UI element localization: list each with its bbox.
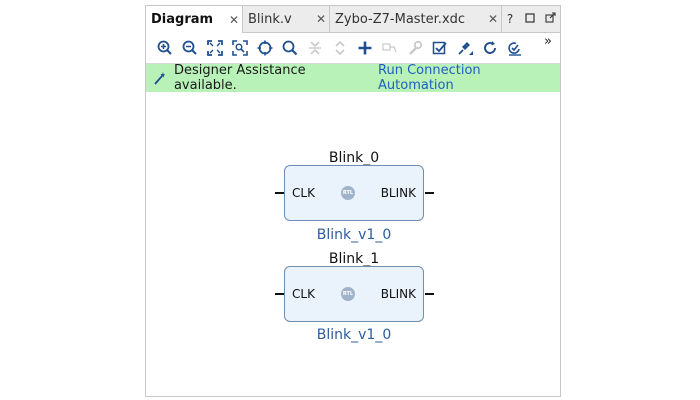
zoom-in-icon[interactable] bbox=[154, 38, 176, 58]
diagram-canvas[interactable]: Blink_0 CLK RTL BLINK Blink_v1_0 Blink_1… bbox=[146, 93, 560, 396]
designer-assistance-banner: Designer Assistance available. Run Conne… bbox=[146, 63, 560, 93]
help-icon[interactable]: ? bbox=[506, 12, 514, 26]
restore-icon[interactable] bbox=[520, 12, 540, 26]
instance-name: Blink_1 bbox=[328, 251, 380, 267]
clk-pin[interactable] bbox=[275, 192, 284, 194]
input-port-label: CLK bbox=[292, 186, 315, 200]
wrench-icon[interactable] bbox=[404, 38, 426, 58]
run-connection-automation-link[interactable]: Run Connection Automation bbox=[378, 63, 481, 93]
blink-pin[interactable] bbox=[425, 293, 434, 295]
window-controls: ? bbox=[500, 6, 560, 32]
zoom-area-icon[interactable] bbox=[229, 38, 251, 58]
ip-block-blink-0[interactable]: CLK RTL BLINK bbox=[284, 165, 424, 221]
float-icon[interactable] bbox=[540, 12, 560, 26]
output-port-label: BLINK bbox=[380, 287, 416, 301]
search-icon[interactable] bbox=[279, 38, 301, 58]
toolbar-overflow-icon[interactable]: » bbox=[544, 34, 552, 49]
rtl-badge: RTL bbox=[341, 287, 355, 301]
wand-icon bbox=[154, 71, 168, 85]
pin-icon[interactable] bbox=[454, 38, 476, 58]
tab-bar: Diagram ✕ Blink.v ✕ Zybo-Z7-Master.xdc ✕… bbox=[146, 6, 560, 33]
blink-pin[interactable] bbox=[425, 192, 434, 194]
fit-icon[interactable] bbox=[204, 38, 226, 58]
ip-block-blink-1[interactable]: CLK RTL BLINK bbox=[284, 266, 424, 322]
instance-name: Blink_0 bbox=[328, 150, 380, 166]
input-port-label: CLK bbox=[292, 287, 315, 301]
make-connection-icon[interactable] bbox=[379, 38, 401, 58]
zoom-out-icon[interactable] bbox=[179, 38, 201, 58]
crosshair-icon[interactable] bbox=[254, 38, 276, 58]
assist-message: Designer Assistance available. bbox=[173, 63, 306, 93]
rtl-badge: RTL bbox=[341, 186, 355, 200]
output-port-label: BLINK bbox=[380, 186, 416, 200]
regenerate-icon[interactable] bbox=[504, 38, 526, 58]
tab-blink-v[interactable]: Blink.v ✕ bbox=[243, 6, 330, 32]
add-ip-icon[interactable] bbox=[354, 38, 376, 58]
tab-xdc[interactable]: Zybo-Z7-Master.xdc ✕ bbox=[330, 6, 502, 32]
close-icon[interactable]: ✕ bbox=[487, 12, 499, 26]
module-name: Blink_v1_0 bbox=[316, 227, 392, 243]
clk-pin[interactable] bbox=[275, 293, 284, 295]
refresh-icon[interactable] bbox=[479, 38, 501, 58]
tab-label: Diagram bbox=[151, 12, 214, 27]
toolbar: » bbox=[146, 33, 560, 64]
tab-label: Blink.v bbox=[248, 11, 292, 27]
diagram-panel: Diagram ✕ Blink.v ✕ Zybo-Z7-Master.xdc ✕… bbox=[145, 5, 561, 397]
tab-label: Zybo-Z7-Master.xdc bbox=[335, 11, 466, 27]
tab-diagram[interactable]: Diagram ✕ bbox=[146, 6, 243, 33]
validate-icon[interactable] bbox=[429, 38, 451, 58]
close-icon[interactable]: ✕ bbox=[228, 12, 240, 27]
collapse-icon[interactable] bbox=[304, 38, 326, 58]
expand-icon[interactable] bbox=[329, 38, 351, 58]
close-icon[interactable]: ✕ bbox=[315, 12, 327, 26]
module-name: Blink_v1_0 bbox=[316, 327, 392, 343]
